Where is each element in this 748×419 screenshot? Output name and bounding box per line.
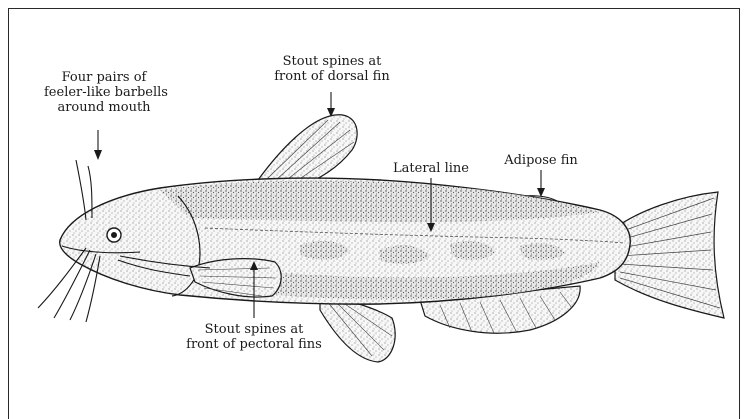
dorsal-annotation: Stout spines at front of dorsal fin [262,54,402,84]
pectoral-label-line-2: front of pectoral fins [174,337,334,352]
dorsal-label-line-1: Stout spines at [262,54,402,69]
dorsal-label-line-2: front of dorsal fin [262,69,402,84]
barbels-label-line-2: feeler-like barbells [44,85,164,100]
lateral-line-label: Lateral line [381,161,481,176]
barbels-label-line-1: Four pairs of [44,70,164,85]
adipose-fin-label: Adipose fin [491,153,591,168]
barbels-label-line-3: around mouth [44,100,164,115]
pectoral-annotation: Stout spines at front of pectoral fins [174,322,334,352]
pectoral-label-line-1: Stout spines at [174,322,334,337]
pupil [111,232,117,238]
barbels-annotation: Four pairs of feeler-like barbells aroun… [44,70,164,115]
